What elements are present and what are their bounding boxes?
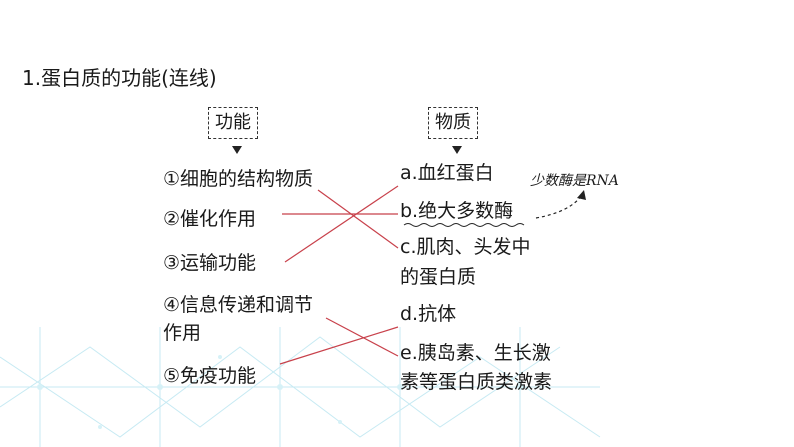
connector-5-d [279,326,399,365]
connector-1-c [317,189,399,249]
substance-item-c: c.肌肉、头发中 [400,236,531,258]
wavy-underline [403,223,525,227]
substance-item-e: e.胰岛素、生长激 [400,342,551,364]
handwritten-annotation: 少数酶是RNA [530,173,619,189]
substance-item-d: d.抗体 [400,303,457,325]
connector-3-a [284,185,399,263]
function-item-4-cont: 作用 [163,322,202,344]
substance-item-e-cont: 素等蛋白质类激素 [400,371,553,393]
function-item-4: ④信息传递和调节 [163,294,314,316]
substance-item-a: a.血红蛋白 [400,162,494,184]
function-header: 功能 [208,107,258,139]
arrowhead-icon [577,190,586,200]
function-item-3: ③运输功能 [163,252,257,274]
substance-header: 物质 [428,107,478,139]
background-decoration [0,327,601,447]
connector-4-e [325,317,399,357]
substance-item-c-cont: 的蛋白质 [400,266,477,288]
page-title: 1.蛋白质的功能(连线) [22,66,217,90]
arrow-down-icon [452,146,462,154]
function-item-2: ②催化作用 [163,208,257,230]
substance-item-b: b.绝大多数酶 [400,200,514,222]
function-item-5: ⑤免疫功能 [163,365,257,387]
dashed-arrow [535,194,583,219]
function-item-1: ①细胞的结构物质 [163,168,314,190]
arrow-down-icon [232,146,242,154]
